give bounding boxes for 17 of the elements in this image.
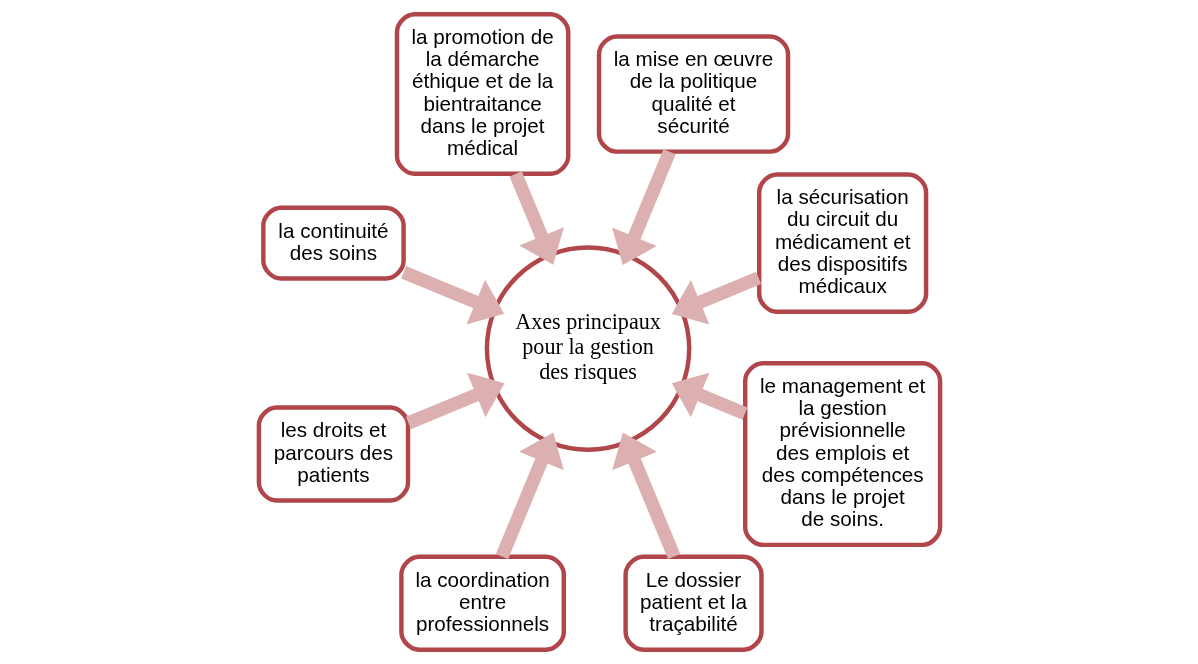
node-box: le management et la gestion prévisionnelle des emplois et des compétences dans le projet de soins. xyxy=(742,361,942,548)
node-box: la promotion de la démarche éthique et de la bientraitance dans le projet médical xyxy=(394,12,570,176)
arrow xyxy=(509,171,564,265)
node-box: la continuité des soins xyxy=(260,205,406,281)
arrow xyxy=(671,372,747,420)
arrow xyxy=(671,271,761,325)
node-box: les droits et parcours des patients xyxy=(256,405,410,503)
node-box: la mise en œuvre de la politique qualité et sécurité xyxy=(596,34,790,154)
node-box: Le dossier patient et la traçabilité xyxy=(622,554,764,652)
arrow xyxy=(495,432,564,560)
arrow xyxy=(611,432,680,560)
node-box: la coordination entre professionnels xyxy=(398,554,566,652)
arrow xyxy=(611,149,676,266)
arrow xyxy=(400,266,504,325)
node-circle: Axes principaux pour la gestion des risques xyxy=(484,245,691,452)
arrow xyxy=(405,372,505,430)
node-box: la sécurisation du circuit du médicament et des dispositifs médicaux xyxy=(756,172,928,315)
